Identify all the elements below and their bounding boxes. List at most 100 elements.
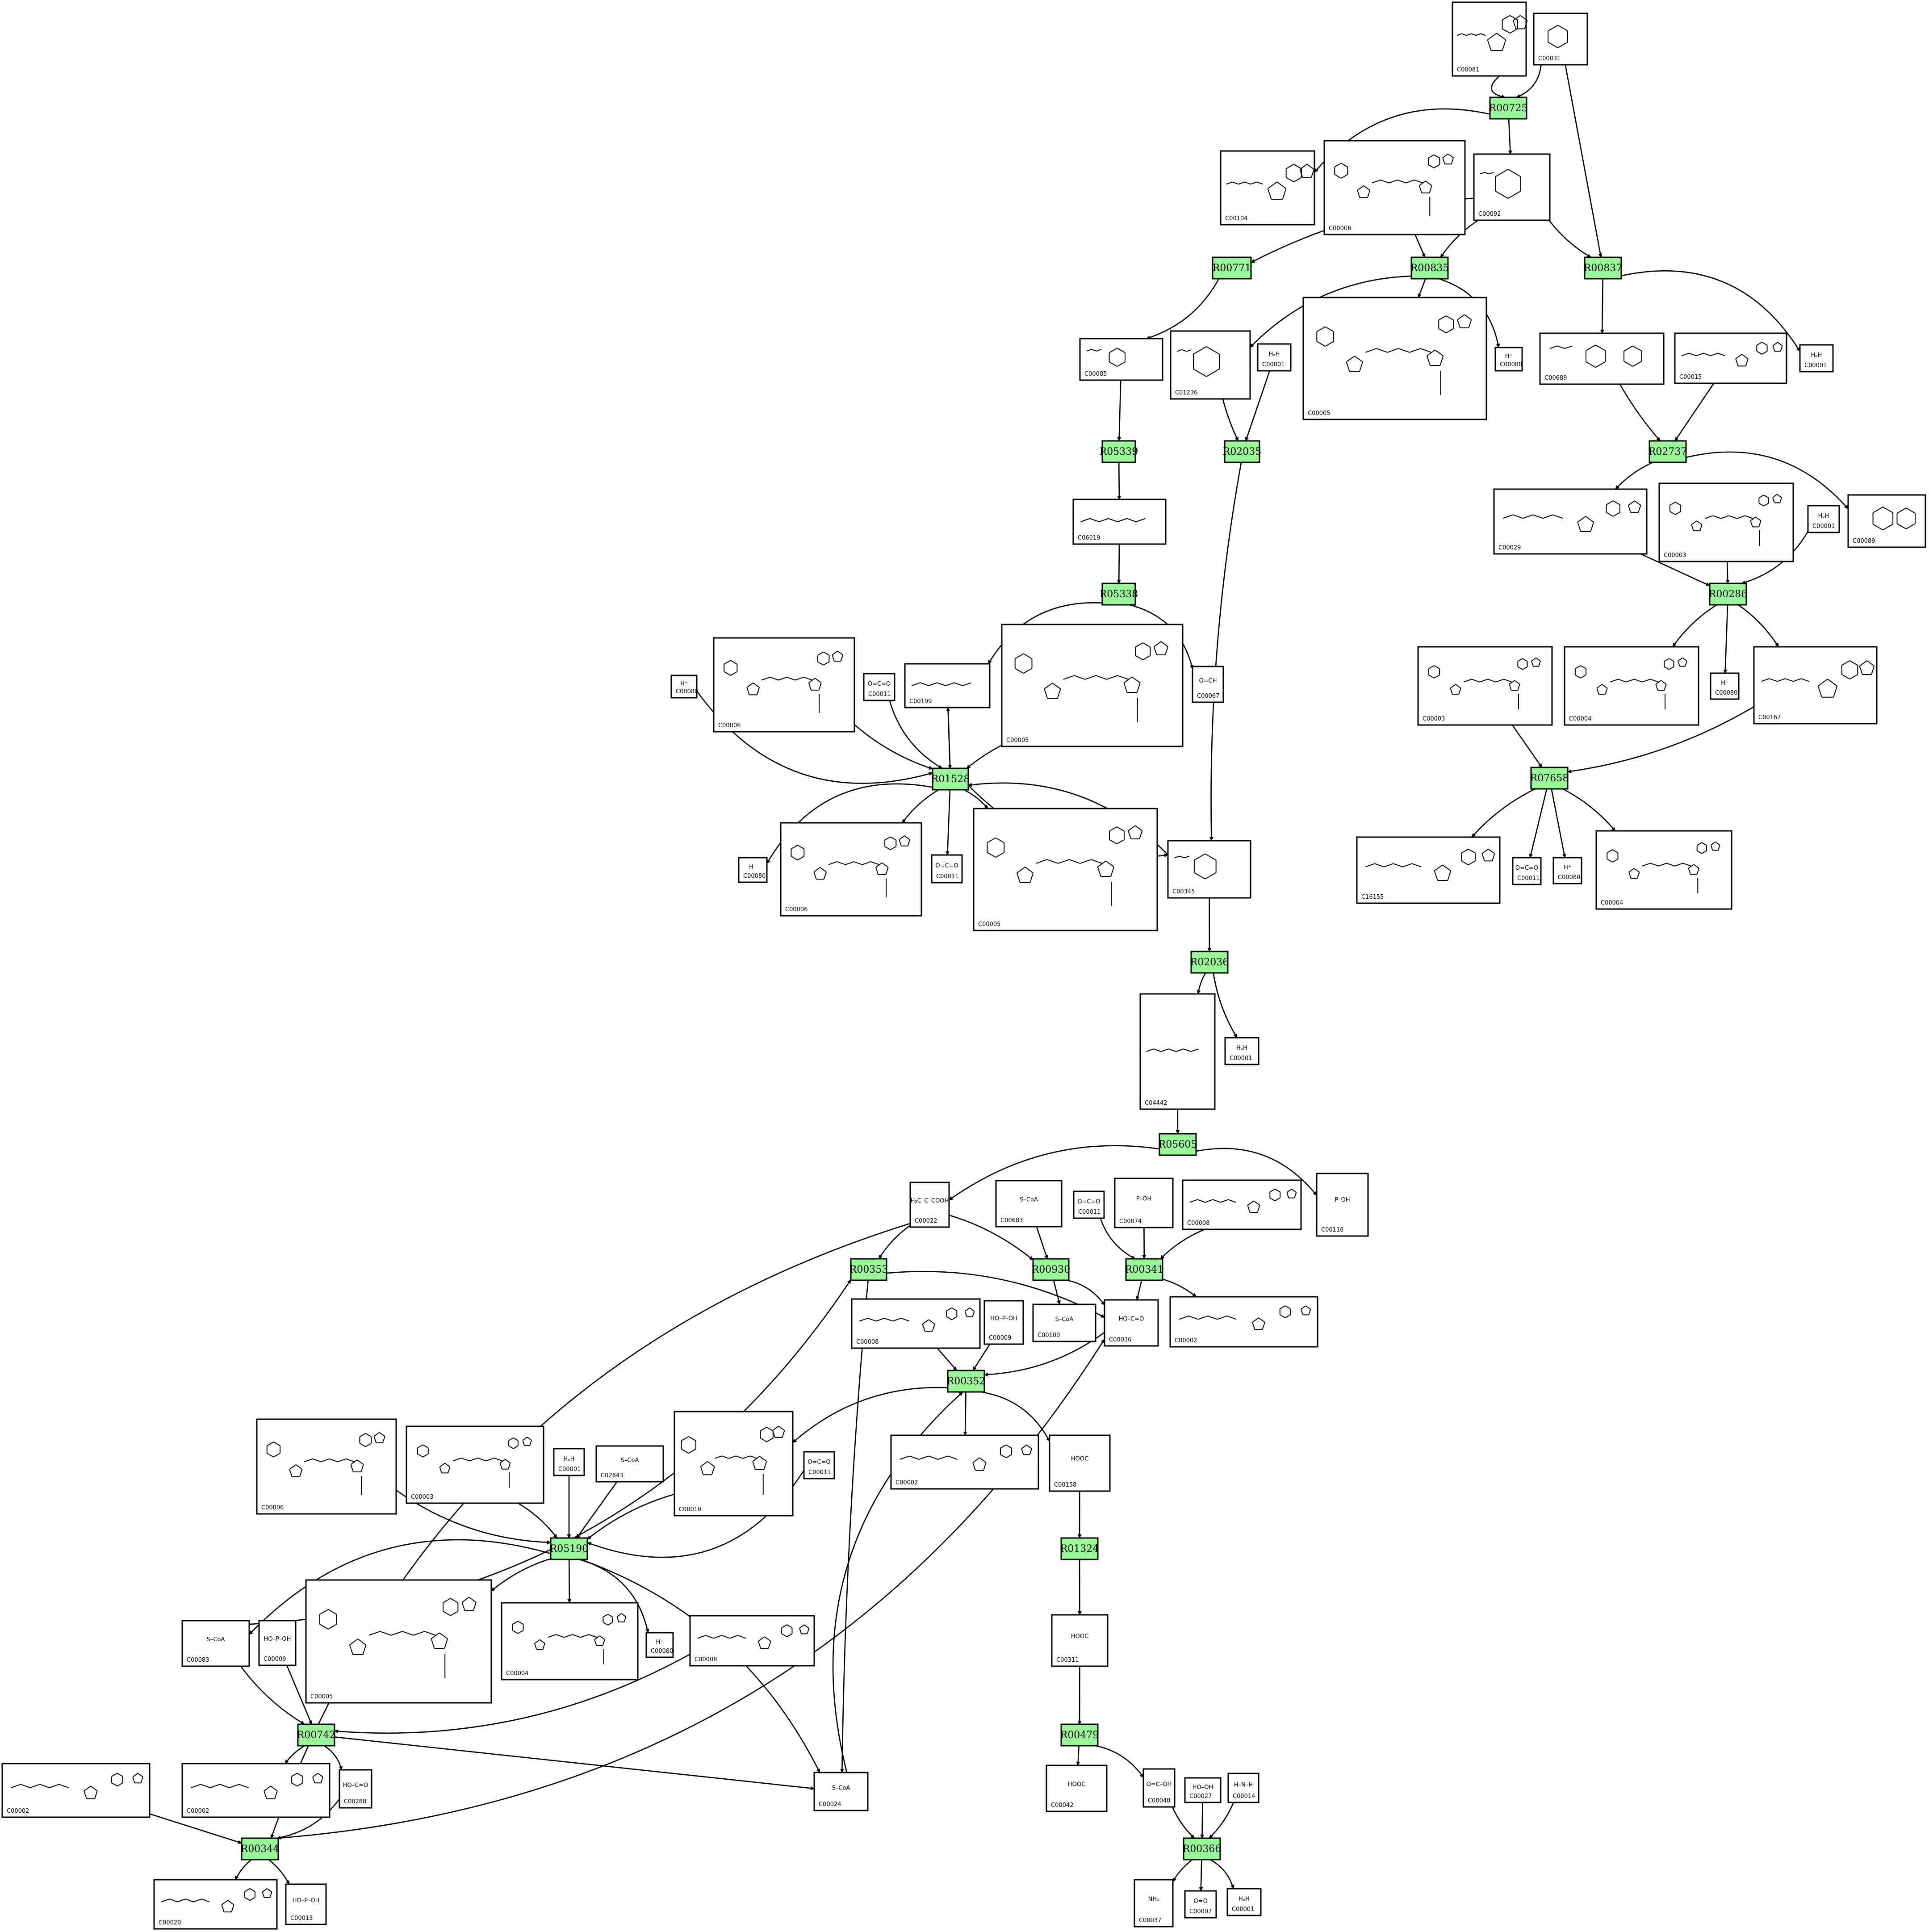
compound-node-c00003[interactable]: C00003 (1417, 646, 1553, 726)
reaction-node-r05339[interactable]: R05339 (1100, 440, 1138, 463)
compound-node-c16155[interactable]: C16155 (1356, 836, 1501, 904)
reaction-node-r01528[interactable]: R01528 (931, 767, 970, 791)
compound-node-c00020[interactable]: C00020 (153, 1879, 278, 1930)
compound-node-c00008[interactable]: C00008 (851, 1298, 981, 1349)
reaction-node-r05338[interactable]: R05338 (1100, 583, 1138, 606)
compound-node-c00345[interactable]: C00345 (1167, 840, 1251, 899)
reaction-node-r00837[interactable]: R00837 (1584, 256, 1623, 280)
compound-node-c00003[interactable]: C00003 (406, 1425, 544, 1504)
compound-node-c00002[interactable]: C00002 (1, 1763, 151, 1818)
compound-node-c00004[interactable]: C00004 (1564, 646, 1699, 726)
compound-node-c00004[interactable]: C00004 (1595, 830, 1732, 910)
compound-node-c00080[interactable]: H⁺C00080 (645, 1632, 674, 1658)
compound-node-c00080[interactable]: H⁺C00080 (1494, 347, 1523, 372)
compound-node-c00015[interactable]: C00015 (1674, 332, 1787, 384)
reaction-node-r02737[interactable]: R02737 (1649, 440, 1687, 463)
compound-node-c00003[interactable]: C00003 (1658, 482, 1794, 562)
compound-node-c00081[interactable]: C00081 (1452, 1, 1528, 77)
compound-node-c00005[interactable]: C00005 (973, 808, 1158, 931)
reaction-node-r00742[interactable]: R00742 (297, 1723, 336, 1747)
reaction-node-r00344[interactable]: R00344 (241, 1837, 280, 1861)
compound-node-c00080[interactable]: H⁺C00080 (1552, 857, 1582, 884)
reaction-node-r05190[interactable]: R05190 (550, 1537, 589, 1560)
compound-node-c04442[interactable]: C04442 (1139, 993, 1216, 1110)
compound-node-c00092[interactable]: C00092 (1473, 153, 1551, 221)
reaction-node-r00341[interactable]: R00341 (1125, 1258, 1164, 1281)
compound-node-c00006[interactable]: C00006 (713, 637, 855, 733)
compound-node-c00006[interactable]: C00006 (1323, 140, 1466, 235)
compound-node-c00006[interactable]: C00006 (256, 1418, 397, 1515)
reaction-node-r05605[interactable]: R05605 (1159, 1133, 1197, 1156)
compound-node-c00002[interactable]: C00002 (1169, 1296, 1318, 1348)
reaction-node-r07658[interactable]: R07658 (1530, 767, 1569, 790)
reaction-node-r00353[interactable]: R00353 (849, 1258, 888, 1281)
reaction-node-r00725[interactable]: R00725 (1489, 96, 1528, 120)
compound-node-c00010[interactable]: C00010 (674, 1411, 794, 1517)
compound-node-c00089[interactable]: C00089 (1847, 494, 1926, 548)
compound-node-c00689[interactable]: C00689 (1539, 332, 1665, 385)
compound-node-c00199[interactable]: C00199 (904, 663, 991, 708)
compound-node-c00031[interactable]: C00031 (1533, 13, 1588, 66)
compound-node-c06019[interactable]: C06019 (1072, 499, 1167, 545)
reaction-node-r00286[interactable]: R00286 (1709, 583, 1748, 606)
compound-node-c00008[interactable]: C00008 (689, 1615, 815, 1667)
compound-node-c00080[interactable]: H⁺C00080 (1710, 672, 1740, 700)
reaction-node-r00835[interactable]: R00835 (1410, 256, 1449, 280)
compound-node-c00104[interactable]: C00104 (1220, 150, 1315, 226)
reaction-node-r00352[interactable]: R00352 (947, 1370, 986, 1393)
compound-node-c00085[interactable]: C00085 (1079, 338, 1163, 381)
compound-node-c00005[interactable]: C00005 (1302, 297, 1487, 420)
reaction-node-r00366[interactable]: R00366 (1183, 1837, 1222, 1861)
compound-node-c00002[interactable]: C00002 (890, 1434, 1039, 1490)
compound-node-c00005[interactable]: C00005 (1001, 624, 1184, 747)
reaction-node-r00771[interactable]: R00771 (1212, 256, 1252, 280)
compound-node-c00080[interactable]: H⁺C00080 (738, 857, 768, 883)
compound-node-c00004[interactable]: C00004 (501, 1602, 639, 1681)
reaction-node-r02036[interactable]: R02036 (1190, 951, 1229, 974)
reaction-node-r02035[interactable]: R02035 (1223, 440, 1262, 463)
compound-node-c00167[interactable]: C00167 (1753, 646, 1878, 725)
reaction-node-r00479[interactable]: R00479 (1060, 1723, 1099, 1747)
compound-node-c00029[interactable]: C00029 (1493, 488, 1648, 555)
compound-node-c00006[interactable]: C00006 (780, 822, 922, 917)
compound-node-c00080[interactable]: H⁺C00080 (670, 675, 698, 699)
compound-node-c00008[interactable]: C00008 (1182, 1179, 1302, 1230)
compound-node-c00005[interactable]: C00005 (305, 1579, 492, 1704)
compound-node-c01236[interactable]: C01236 (1170, 330, 1251, 400)
reaction-node-r01324[interactable]: R01324 (1060, 1537, 1099, 1560)
reaction-node-r00930[interactable]: R00930 (1032, 1258, 1071, 1281)
